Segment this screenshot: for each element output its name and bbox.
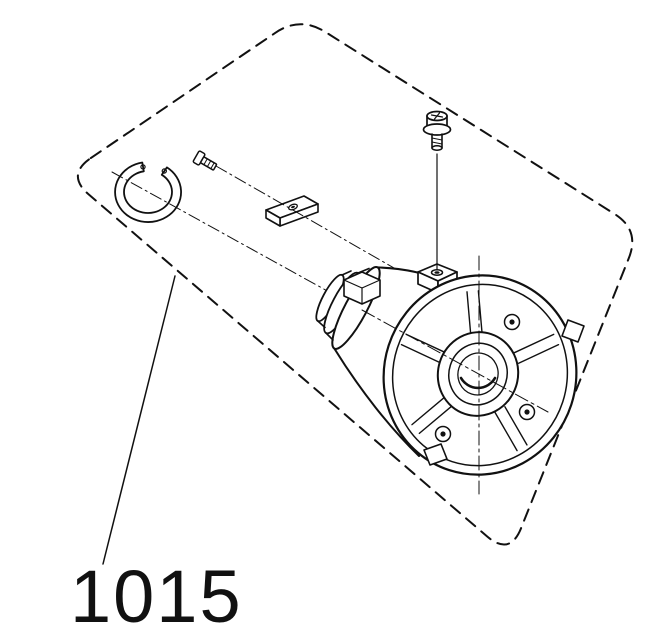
collar-step-edges: [317, 267, 370, 341]
screw-hole-dot: [524, 409, 530, 415]
ring-lug-hole: [161, 168, 167, 174]
flange-ribs: [400, 290, 560, 452]
bolt-tip: [431, 145, 443, 151]
retaining-ring-part: [114, 161, 182, 223]
screw-axis-centerline: [215, 165, 409, 277]
rim-lug: [561, 319, 585, 343]
screw-thread: [210, 162, 215, 170]
main-axis-centerline-front: [361, 309, 549, 413]
hub-bore-shadow: [459, 376, 497, 390]
flange-screw-bosses: [434, 313, 536, 443]
retaining-ring-body: [114, 161, 182, 223]
bolt-washer-flange: [422, 123, 452, 136]
shoulder-bolt-part: [422, 110, 452, 151]
screw-thread: [206, 160, 212, 168]
leader-line: [102, 275, 176, 565]
clip-bent-tab: [265, 209, 281, 227]
screw-hole-dot: [440, 431, 446, 437]
main-axis-centerline: [111, 171, 361, 310]
clip-screw-hole-bore: [291, 205, 295, 209]
barrel-bottom-silhouette: [333, 347, 420, 457]
bolt-head-cross-recess: [430, 112, 444, 120]
bolt-shank: [431, 133, 443, 149]
screw-hole-dot: [509, 319, 515, 325]
rim-lug: [423, 443, 448, 466]
collar-key-notch: [343, 271, 381, 305]
screw-thread: [203, 158, 208, 166]
bolt-threads: [431, 137, 443, 145]
small-screw-part: [192, 150, 218, 171]
gear-housing-part: [315, 153, 585, 495]
boundary-dashed-outline: [76, 23, 634, 546]
mounting-clip-part: [265, 195, 319, 227]
boss-hole-bore: [434, 271, 440, 274]
ring-lug-hole: [140, 164, 146, 170]
part-number-label: 1015: [70, 555, 243, 638]
